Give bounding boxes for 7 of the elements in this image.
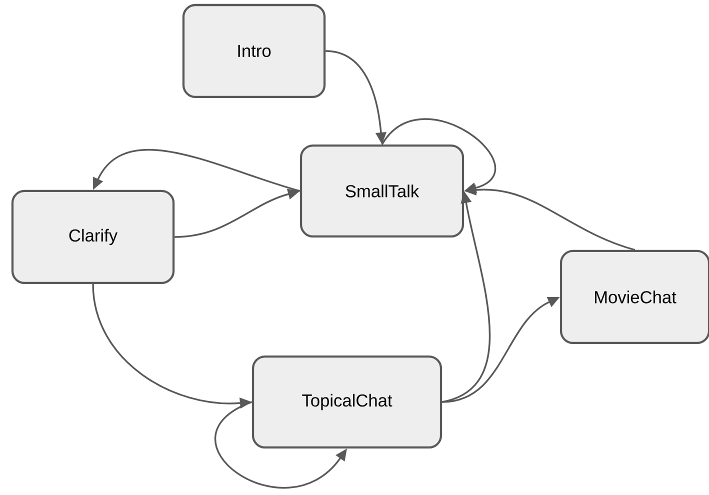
arrow xyxy=(214,401,347,488)
state-box: TopicalChat xyxy=(252,355,442,449)
state-box: Intro xyxy=(182,4,326,98)
state-box: Clarify xyxy=(11,190,175,284)
state-box: MovieChat xyxy=(560,250,709,344)
arrow xyxy=(93,148,300,192)
state-box: SmallTalk xyxy=(300,144,464,238)
